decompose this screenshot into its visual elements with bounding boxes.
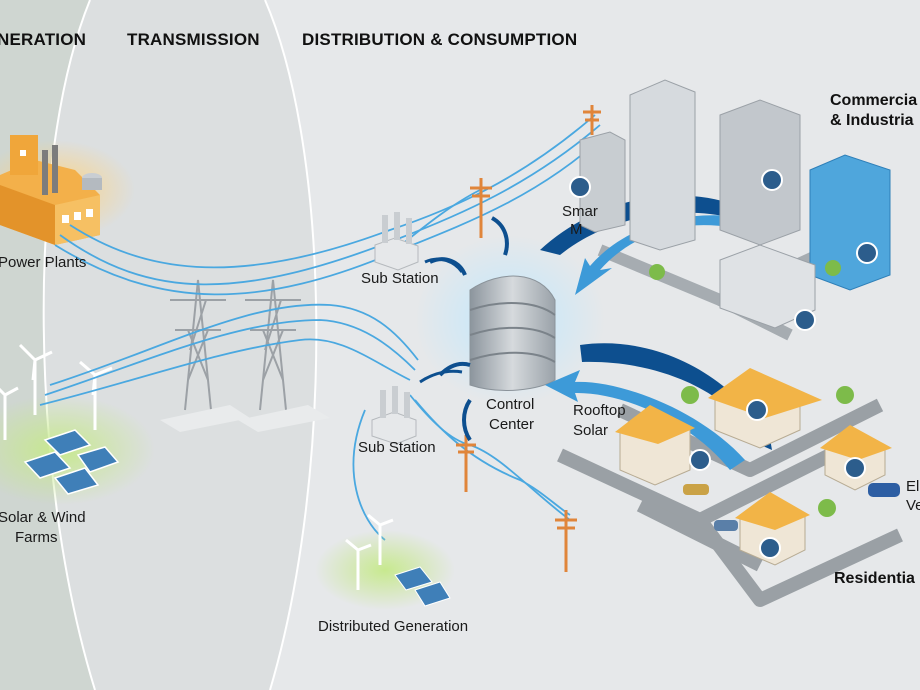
solar-wind-label-line2: Farms	[15, 529, 58, 546]
distribution-header: DISTRIBUTION & CONSUMPTION	[302, 30, 578, 49]
control-center-label-line2: Center	[489, 416, 535, 433]
sub-station-arrows	[419, 257, 464, 384]
utility-poles	[456, 105, 601, 572]
electric-vehicle-icon	[868, 483, 900, 497]
residential-houses-icon	[615, 368, 892, 566]
smart-meter-icons	[569, 169, 878, 559]
zone-divider-2	[264, 0, 318, 690]
smart-meters-label-line2: M	[570, 221, 583, 238]
solar-wind-label-line1: Solar & Wind	[0, 509, 86, 526]
car-icon	[683, 484, 738, 531]
control-center-label-line1: Control	[486, 396, 535, 413]
sub-station-bottom-icon	[371, 386, 417, 445]
control-center-icon	[469, 275, 556, 391]
commercial-label-line1: Commercia	[830, 92, 918, 109]
transmission-header: TRANSMISSION	[127, 30, 260, 49]
power-plant-icon	[0, 135, 102, 245]
smart-meters-label-line1: Smar	[562, 203, 598, 220]
zone-divider-1	[42, 0, 96, 690]
commercial-label-line2: & Industria	[830, 112, 914, 129]
transmission-towers-icon	[170, 279, 301, 411]
transmission-zone	[43, 0, 317, 690]
wind-farm-icon	[0, 343, 113, 440]
electric-vehicle-label-line1: El	[906, 478, 920, 495]
sub-station-bottom-label: Sub Station	[358, 439, 436, 456]
sub-station-top-label: Sub Station	[361, 270, 439, 287]
distributed-generation-label: Distributed Generation	[318, 618, 469, 635]
generation-header: NERATION	[0, 30, 87, 49]
rooftop-solar-label-line2: Solar	[573, 422, 609, 439]
residential-label: Residentia	[834, 570, 915, 587]
tree-icons	[649, 260, 854, 517]
distributed-generation-icon	[345, 513, 451, 607]
solar-panels-icon	[23, 429, 120, 495]
rooftop-solar-label-line1: Rooftop	[573, 402, 626, 419]
electric-vehicle-label-line2: Ve	[906, 497, 920, 514]
power-plants-label: Power Plants	[0, 254, 87, 271]
sub-station-top-icon	[374, 212, 419, 271]
commercial-buildings-icon	[579, 79, 891, 329]
